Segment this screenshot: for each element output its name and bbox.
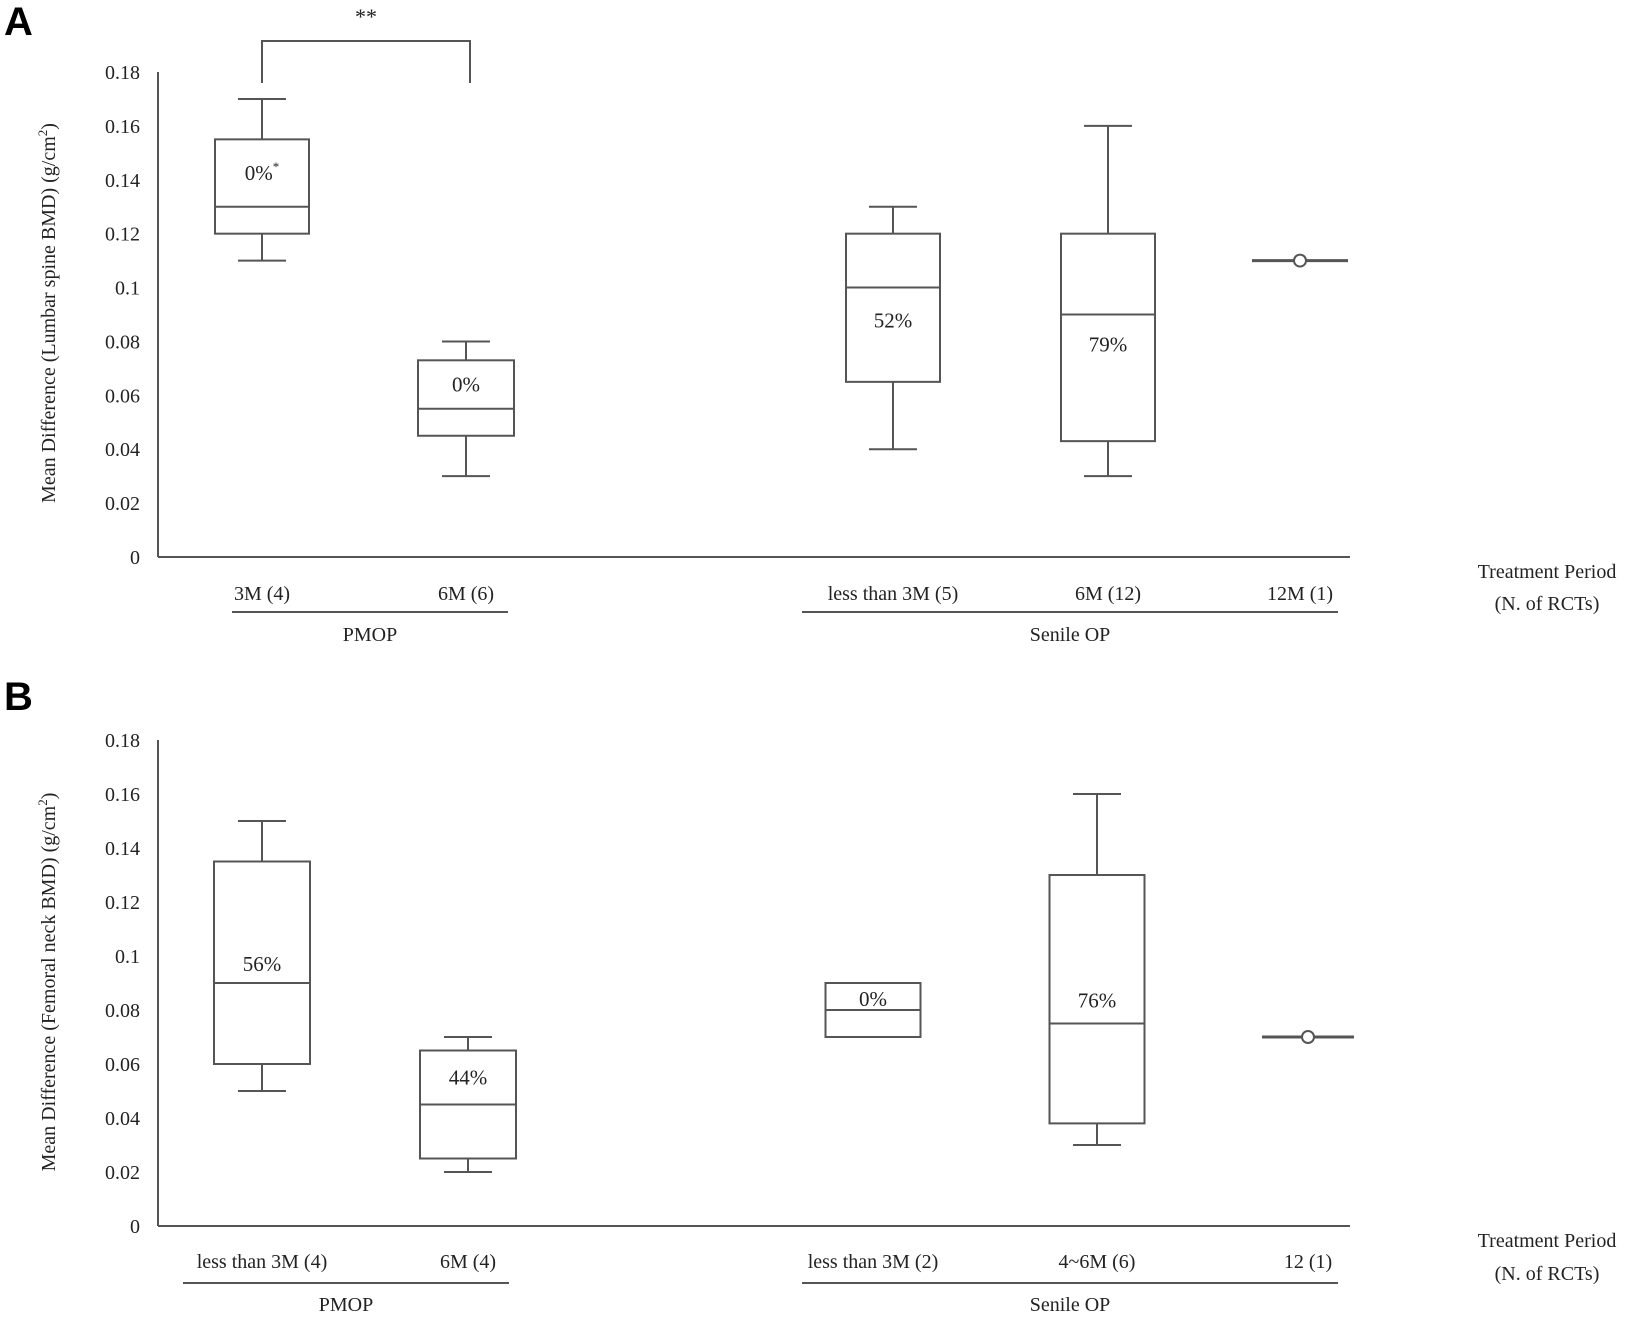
box-6m-4-: 44% <box>419 1036 517 1173</box>
box-6m-12-: 79% <box>1060 124 1156 478</box>
y-tick-label: 0.12 <box>105 892 140 914</box>
box-4-6m-6-: 76% <box>1048 793 1146 1146</box>
box-6m-6-: 0% <box>417 340 515 478</box>
y-tick-label: 0.1 <box>115 946 140 968</box>
y-tick-label: 0 <box>130 1216 140 1238</box>
panel-label-b: B <box>4 675 33 719</box>
percent-label: 52% <box>874 309 913 333</box>
y-axis-label-lumbar: Mean Difference (Lumbar spine BMD) (g/cm… <box>35 123 60 503</box>
significance-bracket <box>261 40 471 83</box>
box-less-than-3m-2-: 0% <box>824 982 922 1038</box>
single-point-marker <box>1293 253 1307 268</box>
x-category-label: less than 3M (5) <box>828 583 959 605</box>
x-axis-title: Treatment Period <box>1478 561 1617 583</box>
x-category-label: 3M (4) <box>234 583 290 605</box>
significance-marker: ** <box>355 4 377 29</box>
box-12-1- <box>1262 1030 1354 1044</box>
y-tick-label: 0 <box>130 547 140 569</box>
box-less-than-3m-5-: 52% <box>845 205 941 451</box>
box-12m-1- <box>1252 253 1348 268</box>
group-label: PMOP <box>319 1294 373 1316</box>
percent-label: 56% <box>243 952 282 976</box>
box-less-than-3m-4-: 56% <box>213 820 311 1092</box>
y-axis-label-femoral: Mean Difference (Femoral neck BMD) (g/cm… <box>35 793 60 1172</box>
y-tick-label: 0.12 <box>105 224 140 246</box>
percent-label: 76% <box>1078 989 1117 1013</box>
y-tick-label: 0.16 <box>105 784 140 806</box>
y-tick-label: 0.02 <box>105 493 140 515</box>
x-category-label: 12 (1) <box>1284 1251 1332 1273</box>
y-tick-label: 0.04 <box>105 439 140 461</box>
x-axis-title: (N. of RCTs) <box>1495 593 1600 615</box>
percent-label: 0% <box>452 373 480 397</box>
percent-label: 0% <box>859 987 887 1011</box>
y-tick-label: 0.18 <box>105 62 140 84</box>
group-label: Senile OP <box>1030 624 1111 646</box>
x-category-label: 4~6M (6) <box>1059 1251 1136 1273</box>
y-tick-label: 0.1 <box>115 278 140 300</box>
y-tick-label: 0.06 <box>105 1054 140 1076</box>
x-category-label: 6M (12) <box>1075 583 1141 605</box>
box-3m-4-: 0%* <box>214 97 310 262</box>
group-label: Senile OP <box>1030 1294 1111 1316</box>
chart-panel-a: 0 0.02 0.04 0.06 0.08 0.1 0.12 0.14 0.16 0.18Mean… <box>35 4 1616 646</box>
y-tick-label: 0.08 <box>105 331 140 353</box>
x-category-label: 6M (4) <box>440 1251 496 1273</box>
percent-label: 79% <box>1089 333 1128 357</box>
y-tick-label: 0.06 <box>105 385 140 407</box>
y-tick-label: 0.08 <box>105 1000 140 1022</box>
x-category-label: less than 3M (2) <box>808 1251 939 1273</box>
y-tick-label: 0.16 <box>105 116 140 138</box>
x-category-label: 6M (6) <box>438 583 494 605</box>
y-tick-label: 0.14 <box>105 838 140 860</box>
single-point-marker <box>1301 1030 1315 1044</box>
y-tick-label: 0.14 <box>105 170 140 192</box>
x-category-label: 12M (1) <box>1267 583 1333 605</box>
y-tick-label: 0.18 <box>105 730 140 752</box>
chart-panel-b: 0 0.02 0.04 0.06 0.08 0.1 0.12 0.14 0.16 0.18Mean… <box>35 730 1616 1316</box>
percent-label: 44% <box>449 1066 488 1090</box>
x-category-label: less than 3M (4) <box>197 1251 328 1273</box>
y-tick-label: 0.04 <box>105 1108 140 1130</box>
group-label: PMOP <box>343 624 397 646</box>
x-axis-title: (N. of RCTs) <box>1495 1263 1600 1285</box>
y-tick-label: 0.02 <box>105 1162 140 1184</box>
panel-label-a: A <box>4 0 33 44</box>
x-axis-title: Treatment Period <box>1478 1230 1617 1252</box>
